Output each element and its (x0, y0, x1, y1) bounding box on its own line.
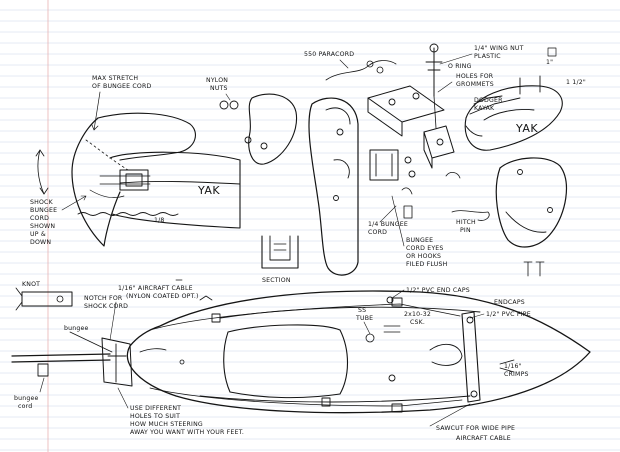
label-section: SECTION (262, 277, 291, 284)
label-pin: PIN (460, 227, 471, 234)
label-cord-low: cord (18, 403, 32, 410)
label-cord: CORD (30, 215, 49, 222)
label-quarter-bungee: 1/4 BUNGEE (368, 221, 408, 228)
label-sawcut: SAWCUT FOR WIDE PIPE (436, 425, 515, 432)
label-shown: SHOWN (30, 223, 55, 230)
label-up: UP & (30, 231, 46, 238)
label-o-ring: O RING (448, 63, 472, 70)
kayak-deck-plan (11, 279, 591, 414)
label-down: DOWN (30, 239, 51, 246)
label-shock-cord: SHOCK CORD (84, 303, 128, 310)
label-shock: SHOCK (30, 199, 54, 206)
label-dodger: DODGER (474, 97, 503, 104)
label-one-half-inch: 1 1/2" (566, 79, 586, 86)
section-detail (261, 235, 299, 269)
label-holes-for: HOLES FOR (456, 73, 494, 80)
dodger-rudder-view (464, 47, 567, 277)
label-csk: CSK. (410, 319, 425, 326)
label-of-bungee-cord: OF BUNGEE CORD (92, 83, 151, 90)
label-paracord: 550 PARACORD (304, 51, 354, 58)
label-bungee-low: bungee (14, 395, 39, 402)
leader-lines (39, 53, 485, 427)
label-nylon-coated: (NYLON COATED OPT.) (126, 293, 199, 300)
label-dodger-kayak: KAYAK (474, 105, 495, 112)
annotations: MAX STRETCH OF BUNGEE CORD NYLON NUTS 55… (14, 45, 586, 442)
label-wing-nut: 1/4" WING NUT (474, 45, 524, 52)
svg-text:1/8: 1/8 (154, 217, 165, 224)
label-nylon: NYLON (206, 77, 228, 84)
label-aircraft-cable: 1/16" AIRCRAFT CABLE (118, 285, 193, 292)
label-hitch: HITCH (456, 219, 476, 226)
label-endcaps: ENDCAPS (494, 299, 525, 306)
label-how-much-steering: HOW MUCH STEERING (130, 421, 203, 428)
label-or-hooks: OR HOOKS (406, 253, 441, 260)
label-yak-main: YAK (197, 184, 220, 197)
label-bungee: BUNGEE (30, 207, 57, 214)
label-yak-top: YAK (515, 122, 538, 135)
label-one-inch: 1" (546, 59, 553, 66)
label-tube: TUBE (355, 315, 373, 322)
label-crimps: CRIMPS (504, 371, 529, 378)
label-use-different: USE DIFFERENT (130, 405, 181, 412)
label-aircraft-cable-2: AIRCRAFT CABLE (456, 435, 511, 442)
label-holes-to-suit: HOLES TO SUIT (130, 413, 180, 420)
label-csk-size: 2x10-32 (404, 311, 431, 318)
label-ss: SS (358, 307, 366, 314)
label-max-stretch: MAX STRETCH (92, 75, 138, 82)
label-nuts: NUTS (210, 85, 228, 92)
label-you-want: AWAY YOU WANT WITH YOUR FEET. (130, 429, 244, 436)
mounting-hardware (367, 43, 490, 221)
label-plastic: PLASTIC (474, 53, 501, 60)
label-knot: KNOT (22, 281, 40, 288)
label-grommets: GROMMETS (456, 81, 494, 88)
label-pvc-pipe: 1/2" PVC PIPE (486, 311, 531, 318)
label-pvc-end-caps: 1/2" PVC END CAPS (406, 287, 470, 294)
label-bungee-eyes: BUNGEE (406, 237, 433, 244)
label-bungee-side: bungee (64, 325, 89, 332)
rudder-side-view: 1/8 (35, 91, 241, 247)
label-notch-for: NOTCH FOR (84, 295, 123, 302)
label-filed-flush: FILED FLUSH (406, 261, 448, 268)
label-cord-eyes: CORD EYES (406, 245, 444, 252)
label-cord-2: CORD (368, 229, 387, 236)
foot-pedal-plates (219, 60, 416, 276)
label-crimps-size: 1/16" (504, 363, 522, 370)
